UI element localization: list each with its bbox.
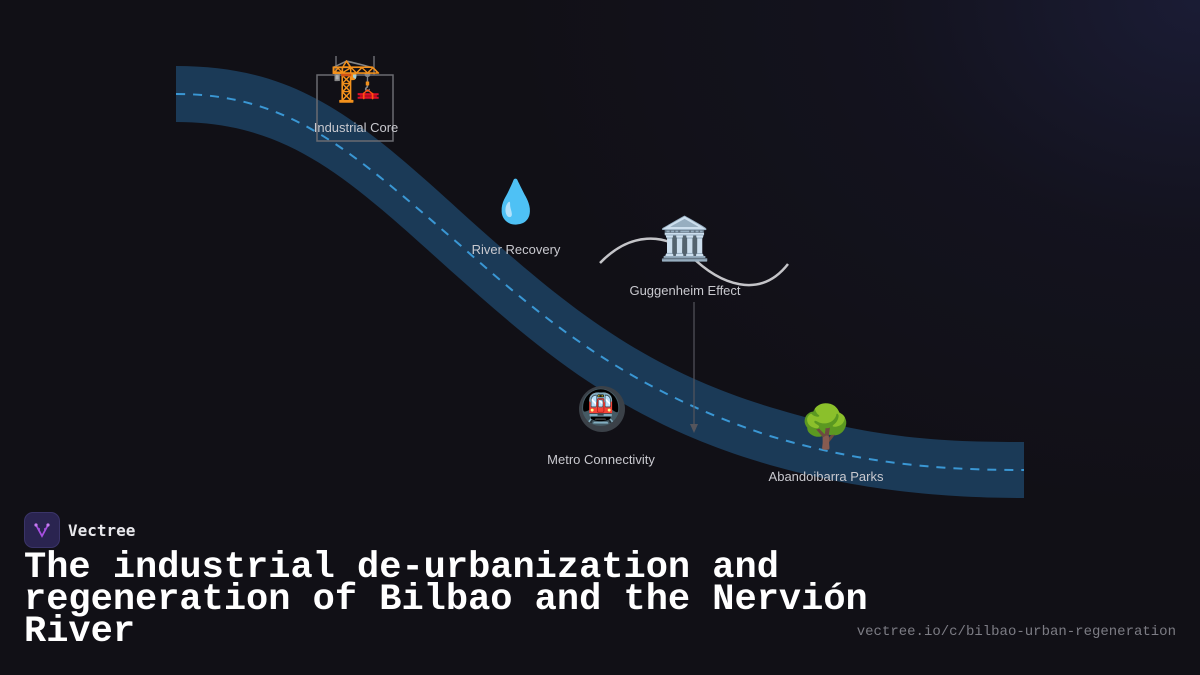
source-url[interactable]: vectree.io/c/bilbao-urban-regeneration bbox=[856, 624, 1176, 640]
metro-badge-circle bbox=[579, 386, 625, 432]
node-metro-connectivity[interactable]: 🚇 Metro Connectivity bbox=[547, 384, 655, 467]
node-industrial-core[interactable]: 🏗️ Industrial Core bbox=[314, 56, 399, 135]
brand-name: Vectree bbox=[68, 520, 136, 540]
node-label: Abandoibarra Parks bbox=[768, 469, 884, 484]
node-label: Industrial Core bbox=[313, 120, 399, 135]
vectree-logo-icon bbox=[24, 512, 60, 548]
node-label: Guggenheim Effect bbox=[629, 283, 741, 298]
page-title: The industrial de-urbanization and regen… bbox=[24, 547, 868, 653]
industrial-core-frame bbox=[316, 74, 394, 142]
water-droplet-icon: 💧 bbox=[489, 178, 543, 225]
deciduous-tree-icon: 🌳 bbox=[799, 403, 853, 450]
node-label: Metro Connectivity bbox=[547, 452, 655, 467]
node-abandoibarra-parks[interactable]: 🌳 Abandoibarra Parks bbox=[769, 403, 884, 484]
classical-building-icon: 🏛️ bbox=[658, 215, 712, 262]
connector-arrowhead bbox=[690, 424, 698, 433]
node-guggenheim-effect[interactable]: 🏛️ Guggenheim Effect bbox=[629, 215, 740, 298]
node-label: River Recovery bbox=[471, 242, 561, 257]
nervion-river-band bbox=[176, 66, 1024, 498]
brand[interactable]: Vectree bbox=[24, 512, 135, 548]
guggenheim-wave-curve bbox=[599, 237, 789, 287]
river-centerline bbox=[175, 93, 1025, 471]
construction-crane-icon: 🏗️ bbox=[329, 56, 383, 103]
node-river-recovery[interactable]: 💧 River Recovery bbox=[472, 178, 561, 257]
metro-train-icon: 🚇 bbox=[579, 389, 623, 427]
